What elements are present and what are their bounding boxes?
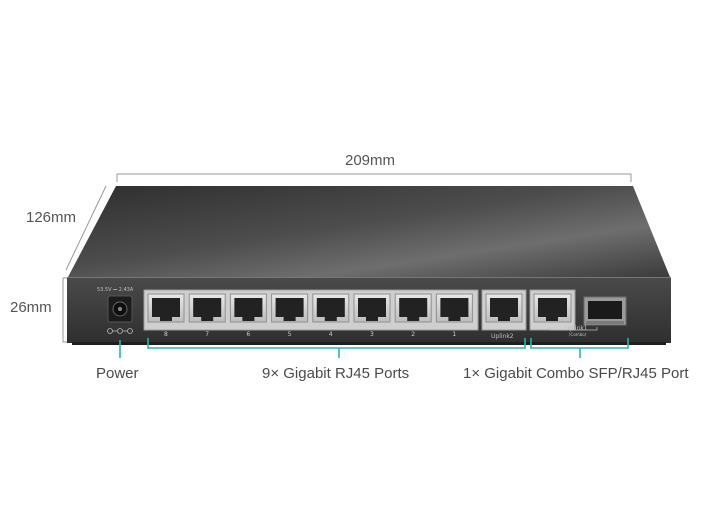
power-polarity-icon xyxy=(107,328,133,334)
switch-top-panel xyxy=(68,186,670,277)
port-number-label: 7 xyxy=(205,331,210,338)
power-rating-label: 53.5V ⎓ 2.43A xyxy=(97,287,134,293)
power-caption: Power xyxy=(96,365,139,382)
rj45-port xyxy=(394,293,432,323)
rj45-port xyxy=(229,293,267,323)
sfp-port xyxy=(583,296,627,326)
port-number-label: 3 xyxy=(370,331,374,338)
rj45-port xyxy=(353,293,391,323)
callout-brackets xyxy=(119,338,629,358)
rj45-ports-caption: 9× Gigabit RJ45 Ports xyxy=(262,365,410,382)
uplink1-rj45-port xyxy=(533,293,572,323)
combo-port-caption: 1× Gigabit Combo SFP/RJ45 Port xyxy=(463,365,689,382)
port-number-label: 1 xyxy=(452,331,457,338)
height-dimension-label: 26mm xyxy=(10,299,52,316)
power-jack xyxy=(107,295,133,323)
port-number-label: 8 xyxy=(164,331,168,338)
uplink1-label: Uplink1 xyxy=(565,325,588,332)
rj45-port xyxy=(188,293,226,323)
uplink2-port xyxy=(485,293,523,323)
width-dimension-label: 209mm xyxy=(345,152,396,169)
rj45-port xyxy=(312,293,350,323)
port-number-label: 4 xyxy=(328,331,333,338)
combo-label: (Combo) xyxy=(569,332,587,337)
uplink1-bracket xyxy=(549,327,598,331)
uplink2-label: Uplink2 xyxy=(491,333,514,340)
port-number-label: 6 xyxy=(246,331,251,338)
port-number-label: 5 xyxy=(287,331,292,338)
dimension-lines xyxy=(62,173,632,343)
rj45-port xyxy=(147,293,185,323)
port-number-label: 2 xyxy=(411,331,416,338)
rj45-port xyxy=(435,293,473,323)
rj45-port xyxy=(271,293,309,323)
depth-dimension-label: 126mm xyxy=(26,209,77,226)
rj45-ports xyxy=(147,293,473,323)
